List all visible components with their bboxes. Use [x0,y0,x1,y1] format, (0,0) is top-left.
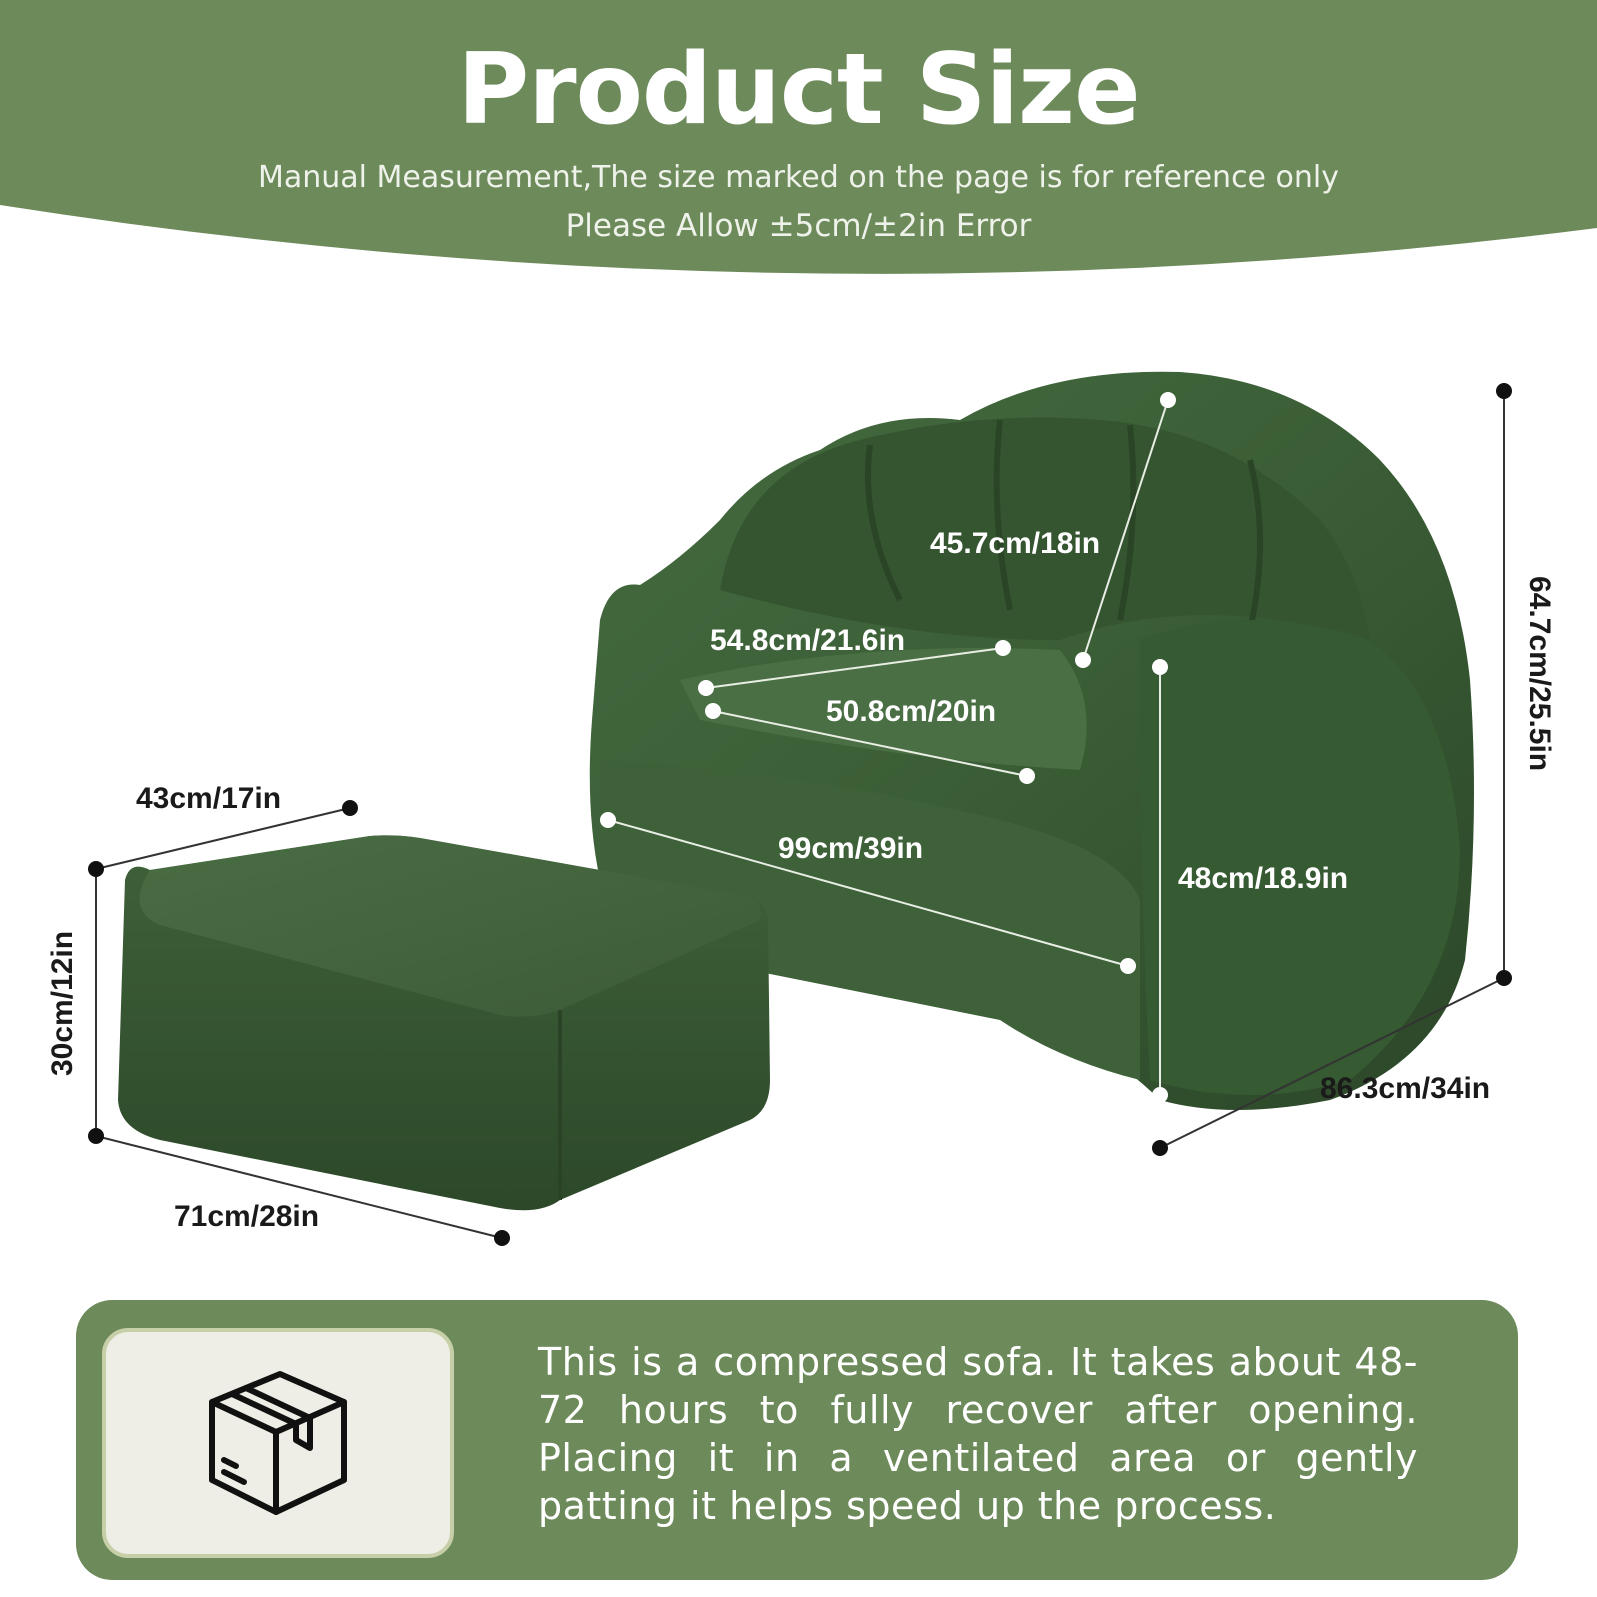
sofa-total-depth-label: 86.3cm/34in [1320,1072,1491,1105]
sofa-arm-height-label: 48cm/18.9in [1178,862,1349,895]
sofa-seat-depth-label: 54.8cm/21.6in [710,624,906,657]
subtitle-reference-note: Manual Measurement,The size marked on th… [257,160,1340,195]
dimension-endpoints [88,383,1512,1246]
dimension-lines [95,391,1505,1239]
ottoman [118,835,770,1211]
ottoman-length-label: 71cm/28in [174,1200,320,1233]
sofa [589,371,1474,1110]
ottoman-depth-label: 43cm/17in [136,782,282,815]
sofa-backrest-height-label: 45.7cm/18in [930,527,1101,560]
sofa-seat-width-label: 50.8cm/20in [826,695,997,728]
package-box-icon [209,1371,347,1515]
ottoman-height-label: 30cm/12in [46,930,79,1076]
sofa-total-width-label: 99cm/39in [778,832,924,865]
compression-info-text: This is a compressed sofa. It takes abou… [538,1340,1418,1528]
sofa-total-height-label: 64.7cm/25.5in [1523,576,1556,772]
subtitle-error-note: Please Allow ±5cm/±2in Error [565,208,1032,244]
icon-card [102,1328,454,1558]
header-banner [0,0,1597,274]
page-title: Product Size [457,33,1140,147]
compression-info-box: This is a compressed sofa. It takes abou… [76,1300,1518,1580]
